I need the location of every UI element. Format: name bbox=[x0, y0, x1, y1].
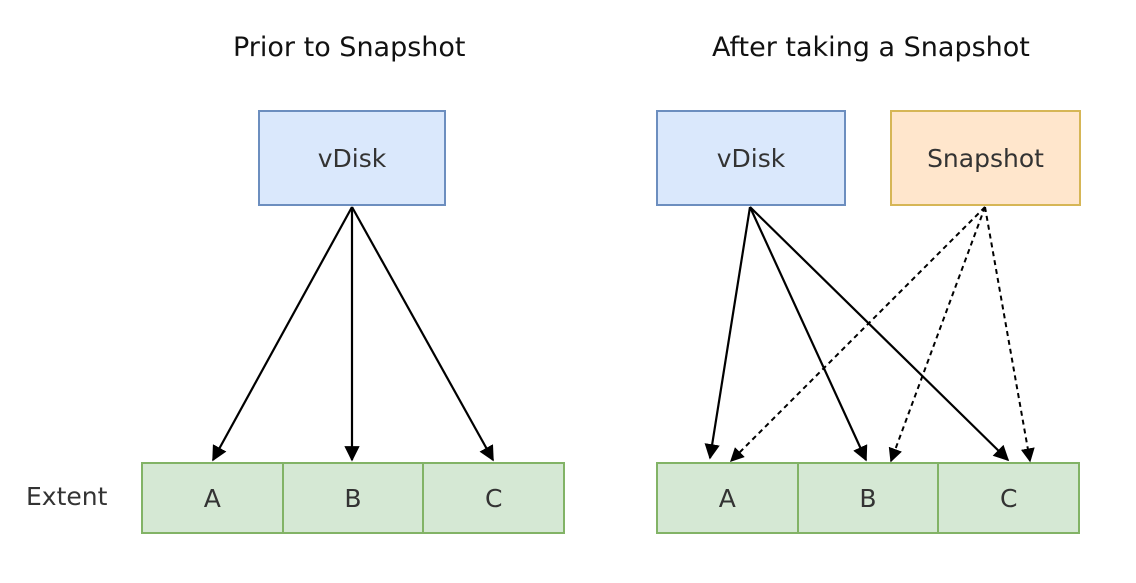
left-vdisk-box: vDisk bbox=[258, 110, 446, 206]
left-vdisk-to-a-arrow bbox=[212, 206, 353, 462]
snapshot-box: Snapshot bbox=[890, 110, 1081, 206]
snapshot-to-b-arrow bbox=[888, 206, 986, 463]
left-extent-row: A B C bbox=[141, 462, 565, 534]
left-panel-title: Prior to Snapshot bbox=[233, 32, 466, 63]
right-extent-row: A B C bbox=[656, 462, 1080, 534]
left-vdisk-to-c-arrow bbox=[351, 206, 494, 462]
snapshot-to-c-arrow bbox=[984, 206, 1035, 463]
snapshot-label: Snapshot bbox=[927, 143, 1044, 173]
right-extent-a: A bbox=[718, 483, 736, 513]
left-vdisk-label: vDisk bbox=[317, 143, 387, 173]
right-vdisk-to-c-arrow bbox=[749, 206, 1010, 462]
right-extent-c: C bbox=[937, 464, 1078, 532]
right-extent-b: B bbox=[796, 464, 938, 532]
snapshot-to-a-arrow bbox=[730, 206, 986, 462]
right-vdisk-to-b-arrow bbox=[749, 206, 868, 462]
right-vdisk-box: vDisk bbox=[656, 110, 846, 206]
right-panel-title: After taking a Snapshot bbox=[712, 32, 1030, 63]
extent-row-label: Extent bbox=[26, 482, 108, 511]
left-extent-a: A bbox=[203, 483, 221, 513]
left-extent-b: B bbox=[281, 464, 423, 532]
right-vdisk-label: vDisk bbox=[716, 143, 786, 173]
left-extent-c: C bbox=[422, 464, 563, 532]
right-vdisk-to-a-arrow bbox=[704, 206, 752, 460]
